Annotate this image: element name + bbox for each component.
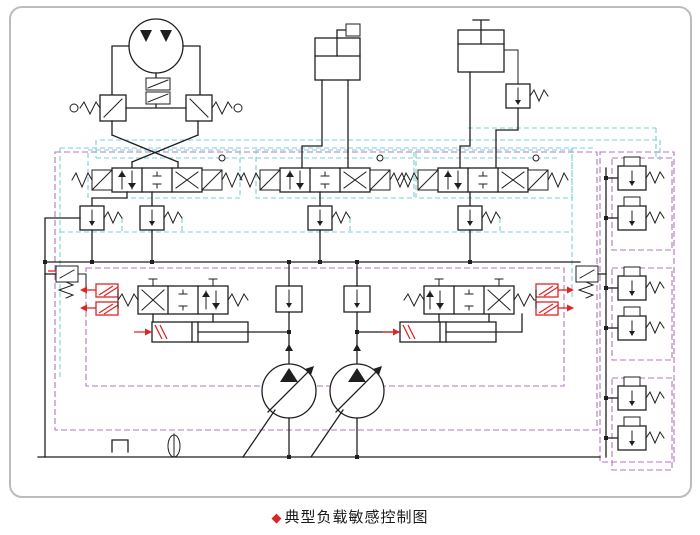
relief-valve-right [495, 49, 549, 169]
check-valve-right [575, 265, 607, 299]
directional-valve-1 [71, 167, 243, 207]
frame-border [9, 6, 692, 498]
pressure-compensator-3 [307, 205, 351, 263]
variable-pump-2 [310, 363, 385, 458]
counterbalance-valve-bridge [69, 77, 243, 169]
caption-text: 典型负载敏感控制图 [284, 510, 429, 526]
cyan-load-sensing-network [59, 127, 661, 380]
caption: ◆典型负载敏感控制图 [0, 506, 700, 527]
pressure-compensator-2 [139, 205, 183, 263]
pressure-compensator-4 [457, 205, 501, 263]
junction-dots [43, 260, 472, 459]
pressure-compensator-1 [79, 205, 123, 263]
caption-bullet-icon: ◆ [271, 510, 283, 525]
directional-valve-3 [397, 167, 569, 207]
filter [167, 433, 181, 458]
pump-outlet-check-left [275, 261, 303, 365]
hydraulic-motor [111, 18, 201, 96]
directional-valve-2 [239, 167, 411, 207]
magenta-pilot-network [54, 151, 675, 471]
proportional-pilot-valve-left [117, 278, 249, 323]
servo-cylinder-left [134, 321, 290, 343]
pump-outlet-check-right [343, 261, 371, 365]
cylinder-right [457, 19, 505, 169]
cylinder-middle [301, 23, 361, 169]
cartridge-valve-bank [604, 156, 665, 458]
solenoid-coils-left [80, 283, 119, 316]
breather [111, 439, 129, 453]
check-valve-left [44, 265, 97, 299]
tank-line [37, 217, 601, 458]
solenoid-coils-right [533, 283, 574, 316]
servo-cylinder-right [356, 313, 523, 343]
variable-pump-1 [242, 363, 317, 458]
proportional-pilot-valve-right [403, 278, 535, 323]
